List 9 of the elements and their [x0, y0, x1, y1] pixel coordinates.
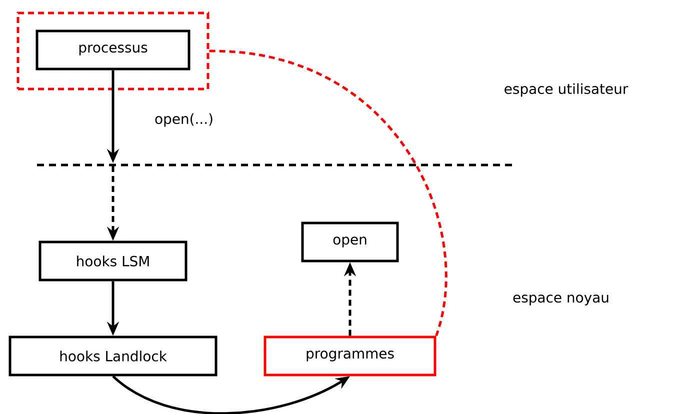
- process-box: hooks LSM: [38, 240, 188, 282]
- region-label: espace noyau: [513, 294, 608, 306]
- group-frame: [16, 12, 210, 90]
- edge-label: open(...): [154, 112, 214, 128]
- process-box: processus: [36, 30, 190, 70]
- process-box: open: [301, 222, 399, 262]
- process-box: programmes: [264, 336, 436, 376]
- region-label: espace utilisateur: [504, 83, 628, 97]
- process-box: hooks Landlock: [8, 336, 218, 376]
